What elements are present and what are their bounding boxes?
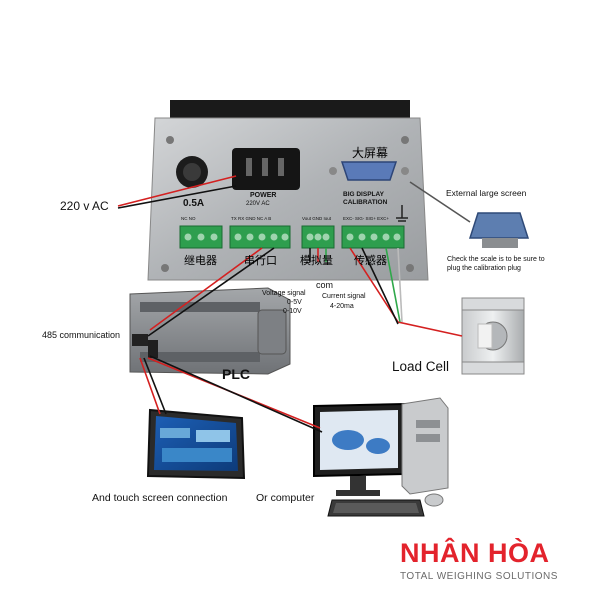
wire-touch-red bbox=[139, 357, 161, 415]
plc-unit bbox=[129, 287, 291, 375]
screw bbox=[406, 264, 414, 272]
brand-tagline: TOTAL WEIGHING SOLUTIONS bbox=[400, 571, 558, 582]
screw bbox=[329, 167, 337, 175]
analog-cn-label: 模拟量 bbox=[300, 254, 333, 267]
relay-pins: NC NO bbox=[181, 216, 196, 221]
socket-pin bbox=[278, 158, 284, 176]
computer-label: Or computer bbox=[256, 492, 315, 504]
com-label: com bbox=[316, 280, 334, 290]
socket-pin bbox=[246, 158, 252, 176]
wire-ac-red bbox=[117, 175, 237, 207]
relay-cn-label: 继电器 bbox=[184, 254, 217, 267]
current-range: 4-20ma bbox=[330, 303, 354, 310]
analog-pins: Vout GND Iout bbox=[302, 216, 332, 221]
load-cell-label: Load Cell bbox=[392, 359, 450, 374]
controller-panel bbox=[147, 100, 429, 281]
sensor-cn-label: 传感器 bbox=[354, 254, 387, 267]
wires bbox=[117, 175, 471, 433]
calibration-plug bbox=[468, 212, 530, 248]
voltage-signal-label: Voltage signal bbox=[262, 290, 306, 297]
plc-port bbox=[132, 334, 148, 346]
big-display-port bbox=[340, 161, 398, 181]
screw bbox=[401, 167, 409, 175]
load-cell bbox=[461, 297, 525, 375]
terminal-analog bbox=[301, 225, 335, 249]
wire-serial-red bbox=[149, 247, 263, 331]
socket-pin bbox=[262, 158, 268, 176]
computer bbox=[313, 397, 449, 517]
big-screen-cn-label: 大屏幕 bbox=[352, 146, 389, 160]
screw bbox=[166, 136, 174, 144]
voltage-range1: 0-5V bbox=[287, 299, 302, 306]
terminal-relay bbox=[179, 225, 223, 249]
calibration-note-line2: plug the calibration plug bbox=[447, 265, 521, 272]
fuse-label: 0.5A bbox=[183, 198, 205, 209]
screw bbox=[401, 136, 409, 144]
wire-sensor-black bbox=[361, 247, 399, 325]
controller-top-bezel bbox=[170, 100, 410, 120]
terminal-sensor bbox=[341, 225, 405, 249]
voltage-range2: 0-10V bbox=[283, 308, 302, 315]
wire-sensor-green bbox=[385, 247, 401, 323]
sensor-pins: EXC- SIG- SIG+ EXC+ bbox=[343, 216, 390, 221]
calibration-label: CALIBRATION bbox=[343, 199, 388, 206]
screw bbox=[161, 264, 169, 272]
plc-label: PLC bbox=[222, 366, 250, 382]
calibration-note-line1: Check the scale is to be sure to bbox=[447, 256, 545, 263]
wire-sensor-red bbox=[349, 247, 463, 337]
wire-sensor-white bbox=[397, 247, 403, 323]
terminal-serial bbox=[229, 225, 291, 249]
wire-touch-black bbox=[143, 357, 167, 415]
touch-screen-label: And touch screen connection bbox=[92, 492, 228, 504]
ac-input-label: 220 v AC bbox=[60, 199, 109, 213]
power-voltage: 220V AC bbox=[246, 201, 270, 207]
serial-pins: TX RX GND NC A B bbox=[231, 216, 272, 221]
rs485-label: 485 communication bbox=[42, 330, 121, 340]
external-screen-label: External large screen bbox=[446, 188, 527, 198]
serial-cn-label: 串行口 bbox=[244, 254, 277, 267]
current-signal-label: Current signal bbox=[322, 293, 366, 300]
plc-port bbox=[148, 340, 158, 358]
wire-display bbox=[409, 181, 471, 223]
touch-screen bbox=[146, 408, 246, 480]
brand-logo: NHÂN HÒA bbox=[400, 538, 550, 568]
wire-ac-black bbox=[117, 185, 237, 209]
wire-pc-black bbox=[149, 355, 323, 433]
wire-serial-black bbox=[147, 247, 275, 337]
big-display-label: BIG DISPLAY bbox=[343, 191, 384, 198]
power-label: POWER bbox=[250, 192, 277, 199]
fuse-cap bbox=[183, 163, 201, 181]
